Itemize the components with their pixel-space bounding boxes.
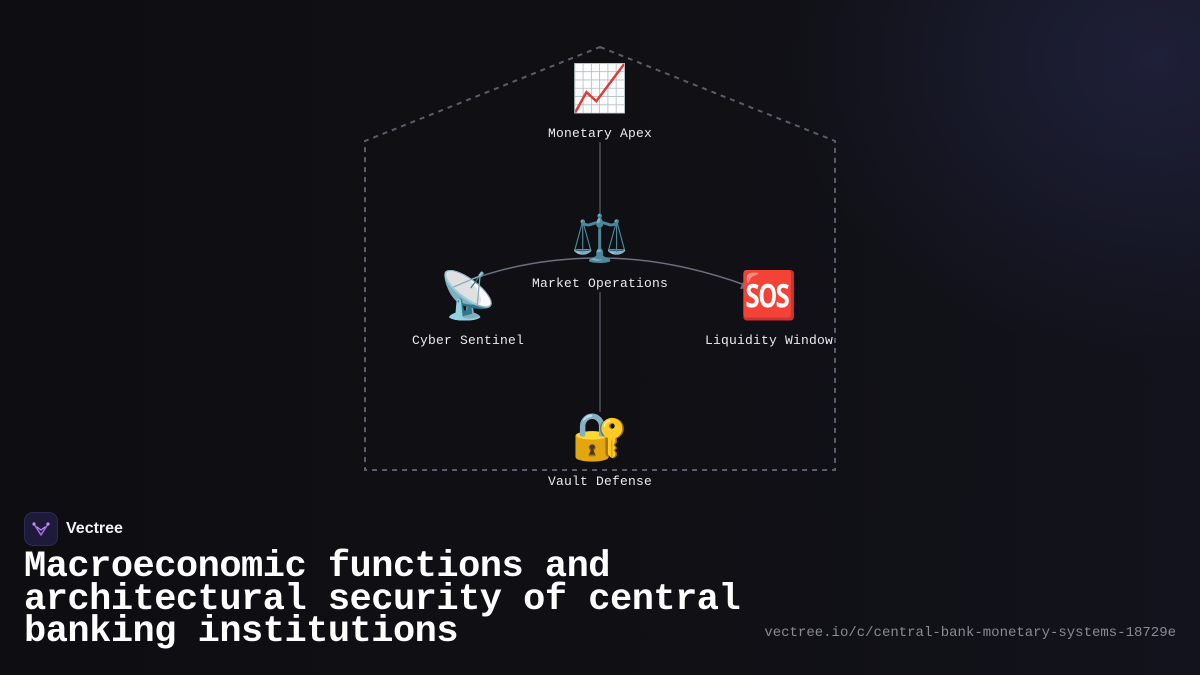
node-label: Vault Defense [547, 474, 653, 489]
node-label: Liquidity Window [704, 333, 834, 348]
edge-arrowhead [740, 282, 748, 289]
satellite-antenna-icon: 📡 [439, 268, 497, 322]
edge-market-liquidity [599, 257, 746, 286]
node-monetary-apex[interactable]: 📈 Monetary Apex [548, 60, 652, 141]
page-title: Macroeconomic functions and architectura… [24, 546, 741, 653]
balance-scale-icon: ⚖️ [571, 211, 629, 265]
brand-name: Vectree [66, 520, 123, 537]
node-market-operations[interactable]: ⚖️ Market Operations [532, 210, 668, 291]
node-label: Cyber Sentinel [411, 333, 525, 348]
node-liquidity-window[interactable]: 🆘 Liquidity Window [705, 267, 833, 348]
chart-increasing-icon: 📈 [571, 61, 629, 115]
brand[interactable]: Vectree [24, 512, 123, 546]
house-frame [364, 45, 836, 471]
sos-icon: 🆘 [740, 268, 798, 322]
edge-market-cyber [469, 257, 601, 281]
vectree-logo-icon [24, 512, 58, 546]
node-cyber-sentinel[interactable]: 📡 Cyber Sentinel [412, 267, 524, 348]
node-label: Market Operations [531, 276, 669, 291]
locked-with-key-icon: 🔐 [571, 409, 629, 463]
node-vault-defense[interactable]: 🔐 Vault Defense [548, 408, 652, 489]
node-label: Monetary Apex [547, 126, 653, 141]
source-url[interactable]: vectree.io/c/central-bank-monetary-syste… [764, 625, 1176, 641]
